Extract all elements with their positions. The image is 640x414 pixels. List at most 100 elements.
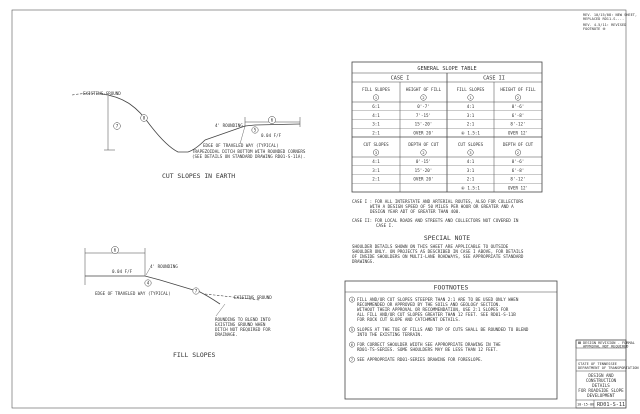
footnote-num-2: 6: [351, 343, 353, 347]
revision-line-2: REPLACED RD11-S-...: [583, 17, 624, 21]
callout-8: 8: [143, 116, 146, 121]
case-notes: CASE I : FOR ALL INTERSTATE AND ARTERIAL…: [352, 199, 524, 228]
fill-callout-7: 7: [195, 289, 198, 294]
cut-header-num-circle-0: [372, 149, 380, 156]
cut-cell-0-1: 0'-15': [416, 159, 431, 164]
cut-cell-3-2: ④ 1.5:1: [461, 185, 480, 190]
fill-slopes-figure: 6 4' ROUNDING 0.04 F/F 4 EXISTING GROUND…: [84, 246, 272, 359]
fill-cell-3-0: 2:1: [372, 130, 380, 135]
callout-5: 5: [254, 128, 257, 133]
fill-header-0: FILL SLOPES: [362, 87, 390, 92]
shoulder-line: [204, 123, 301, 141]
slope-table-title: GENERAL SLOPE TABLE: [417, 66, 476, 72]
cut-header-num-circle-1: [420, 149, 427, 156]
footnote-0-line-0: FILL AND/OR CUT SLOPES STEEPER THAN 2:1 …: [357, 297, 519, 302]
department-label: DEPARTMENT OF TRANSPORTATION: [578, 366, 639, 370]
ditch-note-line-2: (SEE DETAILS ON STANDARD DRAWING RD01-S-…: [192, 154, 305, 159]
fill-cell-1-0: 4:1: [372, 113, 380, 118]
footnote-num-1: 5: [351, 328, 353, 332]
drawing-title-line-3: FOR ROADSIDE SLOPE: [578, 388, 624, 393]
fill-cell-0-3: 0'-6': [512, 104, 525, 109]
cut-cell-2-1: OVER 20': [413, 177, 433, 182]
footnote-num-3: 7: [351, 358, 353, 362]
footnote-num-circle-3: [349, 356, 355, 363]
revision-note: REV. 10/15/08: NEW SHEET, REPLACED RD11-…: [583, 13, 637, 31]
fill-cell-1-2: 3:1: [467, 113, 475, 118]
cut-cell-0-2: 4:1: [467, 159, 475, 164]
blend-note-line-4: DRAINAGE.: [215, 332, 238, 337]
special-note-title: SPECIAL NOTE: [424, 234, 470, 242]
blend-note-line-3: DITCH NOT REQUIRED FOR: [215, 327, 271, 332]
fill-callout-7-circle: [192, 287, 200, 295]
fill-cell-0-0: 6:1: [372, 104, 380, 109]
revision-line-4: FOOTNOTE ⑧: [583, 27, 606, 31]
special-note-line-2: SHOULDER ONLY. ON PROJECTS AS DESCRIBED …: [352, 249, 524, 254]
fill-existing-ground: [204, 293, 261, 301]
cut-header-num-2: 3: [469, 151, 471, 155]
footnote-2-line-1: RD01-TS-SERIES. SOME SHOULDERS MAY BE LE…: [357, 347, 498, 352]
rounding-label: 4' ROUNDING: [215, 123, 243, 128]
callout-7: 7: [116, 124, 119, 129]
cut-header-3: DEPTH OF CUT: [503, 142, 534, 147]
fill-cell-1-1: 7'-15': [416, 113, 431, 118]
fill-header-num-circle-1: [420, 94, 427, 101]
state-label: STATE OF TENNESSEE: [578, 362, 617, 366]
cut-cell-1-0: 3:1: [372, 168, 380, 173]
callout-6-circle: [268, 116, 276, 124]
drawing-title-line-1: CONSTRUCTION: [586, 378, 617, 383]
cut-cell-0-0: 4:1: [372, 159, 380, 164]
case-1-label: CASE I: [391, 76, 410, 82]
edge-leader: [239, 125, 246, 145]
footnote-num-circle-2: [349, 341, 355, 348]
fill-callout-4-circle: [144, 279, 152, 287]
cut-cell-2-3: 8'-12': [510, 177, 525, 182]
fill-cross-slope-label: 0.04 F/F: [112, 269, 133, 274]
drawing-number: RD01-S-11: [597, 402, 625, 408]
cut-cell-1-2: 3:1: [467, 168, 475, 173]
fill-callout-6-circle: [111, 246, 119, 254]
fill-cell-3-1: OVER 20': [413, 130, 433, 135]
fill-slope-profile: [159, 279, 221, 305]
footnote-0-line-4: FOR ROCK CUT SLOPE AND CATCHMENT DETAILS…: [357, 317, 460, 322]
cut-cell-2-0: 2:1: [372, 177, 380, 182]
callout-6: 6: [271, 118, 274, 123]
title-block: DESIGN REVISION - FORMAL APPROVAL NOT RE…: [575, 339, 639, 409]
fill-cell-0-1: 0'-7': [417, 104, 430, 109]
drawing-title-line-2: DETAILS: [592, 383, 610, 388]
drawing-title-line-0: DESIGN AND: [588, 373, 614, 378]
special-note-line-3: OF INSIDE SHOULDERS ON MULTI-LANE ROADWA…: [352, 254, 524, 259]
footnote-1-line-0: SLOPES AT THE TOE OF FILLS AND TOP OF CU…: [357, 327, 529, 332]
cut-header-num-circle-3: [514, 149, 522, 156]
fill-header-num-circle-0: [372, 94, 380, 101]
fill-slopes-title: FILL SLOPES: [173, 351, 215, 359]
existing-ground-label: EXISTING GROUND: [83, 91, 121, 96]
general-slope-table: GENERAL SLOPE TABLE CASE I CASE II FILL …: [351, 61, 543, 193]
cut-header-0: CUT SLOPES: [363, 142, 389, 147]
case-1-note-line-3: DESIGN YEAR ADT OF GREATER THAN 400.: [370, 209, 461, 214]
revision-line-1: REV. 10/15/08: NEW SHEET,: [583, 13, 637, 17]
footnote-2-line-0: FOR CORRECT SHOULDER WIDTH SEE APPROPRIA…: [357, 342, 501, 347]
fill-callout-4: 4: [147, 281, 150, 286]
fill-header-num-circle-2: [467, 94, 474, 101]
case-1-note-line-2: WITH A DESIGN SPEED OF 50 MILES PER HOUR…: [370, 204, 514, 209]
cut-cell-0-3: 0'-6': [512, 159, 525, 164]
footnote-num-circle-1: [349, 326, 355, 333]
callout-5-circle: [251, 126, 259, 134]
fill-blend-leader: [215, 303, 226, 317]
cross-slope-label: 0.04 F/F: [261, 133, 282, 138]
ditch-note-line-1: TRAPEZOIDAL DITCH BOTTOM WITH ROUNDED CO…: [192, 149, 306, 154]
cut-header-2: CUT SLOPES: [458, 142, 484, 147]
footnote-1-line-1: INTO THE EXISTING TERRAIN.: [357, 332, 423, 337]
fill-shoulder-line: [85, 275, 161, 281]
blend-note-line-1: ROUNDING TO BLEND INTO: [215, 317, 271, 322]
revision-line-3: REV. 4-5/11: REVISED: [583, 23, 626, 27]
fill-cell-0-2: 4:1: [467, 104, 475, 109]
revision-stamp-line-1: DESIGN REVISION - FORMAL: [583, 341, 635, 345]
fill-cell-2-1: 15'-20': [415, 122, 433, 127]
revision-stamp-line-2: APPROVAL NOT REQUIRED: [583, 344, 628, 348]
cut-cell-2-2: 2:1: [467, 177, 475, 182]
